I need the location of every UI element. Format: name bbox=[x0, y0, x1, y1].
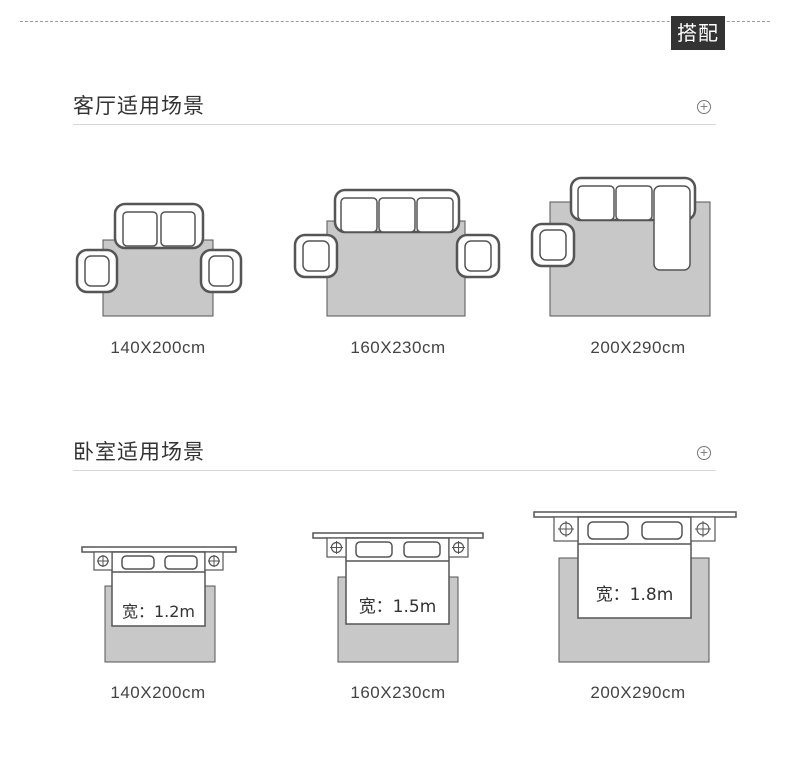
match-tag: 搭配 bbox=[671, 16, 725, 50]
rug-shape bbox=[326, 220, 466, 317]
bedroom-layout-large bbox=[533, 511, 737, 663]
bedroom-layout-small bbox=[81, 546, 237, 663]
living-room-layout-medium bbox=[293, 188, 501, 317]
living-size-2: 160X230cm bbox=[350, 338, 446, 357]
bedroom-size-3: 200X290cm bbox=[590, 683, 686, 702]
bedroom-size-1: 140X200cm bbox=[110, 683, 206, 702]
rug-shape bbox=[102, 239, 214, 317]
bedroom-title: 卧室适用场景 bbox=[73, 440, 205, 464]
plus-circle-icon[interactable]: + bbox=[697, 446, 711, 460]
plus-circle-icon[interactable]: + bbox=[697, 100, 711, 114]
living-room-layout-large bbox=[530, 176, 711, 317]
living-room-title: 客厅适用场景 bbox=[73, 94, 205, 118]
bed-width-label-3: 宽：1.8m bbox=[595, 585, 674, 605]
bed-width-label-1: 宽：1.2m bbox=[121, 602, 196, 621]
bedroom-divider bbox=[73, 470, 716, 471]
living-room-divider bbox=[73, 124, 716, 125]
bed-width-label-2: 宽：1.5m bbox=[358, 597, 437, 617]
top-dashed-divider bbox=[20, 21, 770, 22]
bedroom-layout-medium bbox=[312, 532, 484, 663]
living-size-1: 140X200cm bbox=[110, 338, 206, 357]
bedroom-size-2: 160X230cm bbox=[350, 683, 446, 702]
living-room-layout-small bbox=[75, 202, 243, 317]
chaise-shape bbox=[653, 185, 691, 271]
living-size-3: 200X290cm bbox=[590, 338, 686, 357]
